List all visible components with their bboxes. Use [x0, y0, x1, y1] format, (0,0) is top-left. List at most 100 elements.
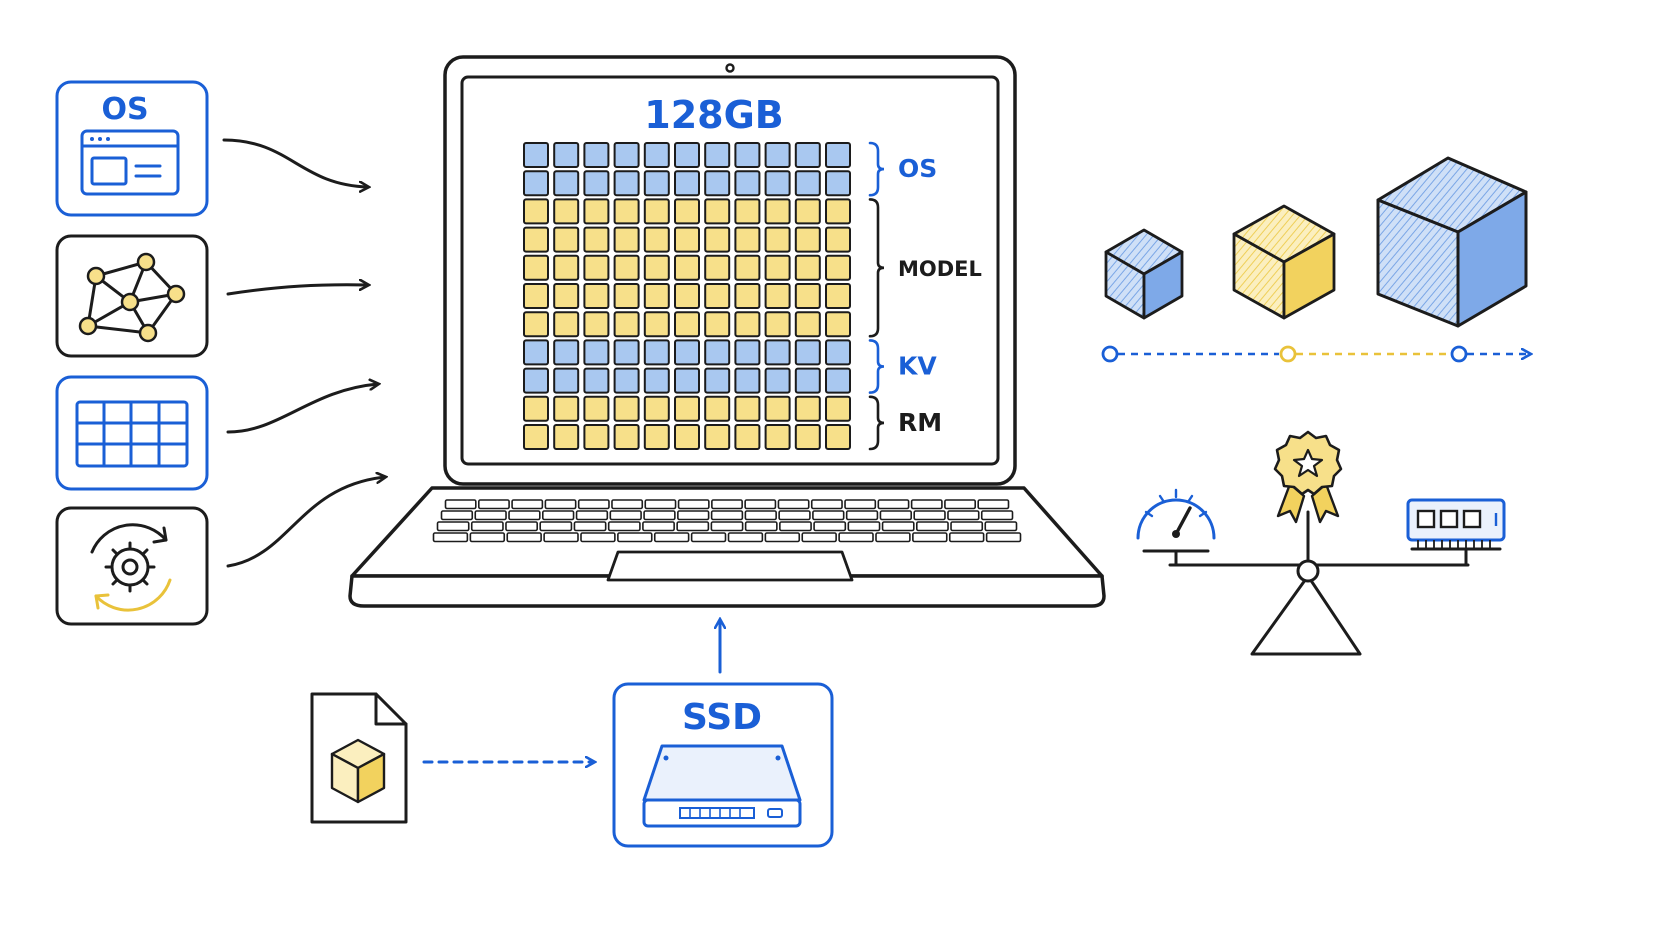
keyboard-key: [440, 510, 474, 521]
memory-block-os: [734, 142, 761, 168]
keyboard-key: [744, 510, 777, 521]
memory-block-kv: [643, 339, 670, 366]
memory-block-os: [613, 142, 640, 168]
keyboard-key: [813, 521, 847, 532]
laptop-front-edge: [348, 574, 1106, 608]
memory-block-model: [583, 283, 610, 309]
memory-block-rm: [613, 395, 640, 422]
segment-label-kv: KV: [898, 352, 937, 381]
keyboard-key: [690, 532, 727, 543]
keyboard-key: [617, 532, 653, 543]
keyboard-key: [915, 521, 949, 532]
tradeoff-balance: [1136, 430, 1506, 656]
keyboard-key: [609, 510, 642, 521]
memory-block-kv: [764, 367, 791, 394]
memory-block-rm: [825, 424, 851, 450]
ssd-drive-icon: [642, 744, 802, 828]
memory-block-rm: [583, 395, 610, 422]
arrow-os-to-laptop: [222, 138, 368, 187]
memory-block-rm: [734, 424, 761, 450]
memory-block-model: [674, 254, 700, 281]
memory-block-model: [643, 311, 670, 338]
keyboard-key: [947, 510, 980, 521]
memory-block-model: [825, 226, 851, 253]
memory-block-os: [674, 170, 700, 197]
memory-block-kv: [643, 367, 670, 394]
memory-block-rm: [674, 395, 700, 422]
keyboard-key: [643, 510, 676, 521]
memory-block-model: [583, 311, 610, 338]
memory-block-os: [704, 170, 731, 197]
memory-block-model: [674, 226, 700, 253]
memory-block-rm: [583, 424, 610, 450]
memory-block-kv: [734, 339, 761, 366]
memory-block-kv: [794, 367, 821, 394]
balance-fulcrum: [1250, 574, 1362, 656]
ssd-section: SSD: [310, 620, 834, 848]
memory-block-rm: [553, 395, 580, 422]
table-grid-icon: [75, 400, 189, 468]
keyboard-key: [477, 499, 510, 510]
memory-block-model: [704, 283, 731, 309]
memory-block-model: [704, 254, 731, 281]
keyboard-key: [910, 499, 943, 510]
memory-block-model: [734, 226, 761, 253]
memory-block-model: [704, 311, 731, 338]
memory-block-model: [734, 254, 761, 281]
keyboard-key: [838, 532, 874, 543]
webcam-icon: [725, 63, 735, 73]
keyboard-key: [505, 521, 539, 532]
memory-block-os: [674, 142, 700, 168]
memory-block-model: [613, 226, 640, 253]
memory-block-model: [825, 198, 851, 225]
memory-block-os: [764, 170, 791, 197]
keyboard-key: [984, 521, 1018, 532]
memory-block-model: [674, 311, 700, 338]
keyboard-key: [980, 510, 1014, 521]
memory-grid: [523, 142, 851, 450]
memory-block-model: [794, 283, 821, 309]
memory-block-model: [674, 283, 700, 309]
keyboard-key: [881, 521, 915, 532]
memory-block-rm: [643, 395, 670, 422]
memory-block-kv: [583, 339, 610, 366]
memory-block-rm: [674, 424, 700, 450]
keyboard-key: [506, 532, 542, 543]
memory-block-model: [583, 226, 610, 253]
left-input-cards: OS: [55, 80, 385, 626]
memory-block-rm: [553, 424, 580, 450]
brace-model: [868, 198, 885, 338]
memory-block-rm: [764, 424, 791, 450]
keyboard-key: [676, 521, 710, 532]
memory-block-kv: [613, 367, 640, 394]
memory-block-os: [734, 170, 761, 197]
memory-block-rm: [794, 424, 821, 450]
ssd-label: SSD: [682, 697, 762, 738]
memory-block-model: [523, 311, 549, 338]
network-graph-icon: [78, 252, 186, 343]
memory-block-kv: [704, 367, 731, 394]
keyboard-key: [575, 510, 609, 521]
memory-block-os: [794, 142, 821, 168]
keyboard-key: [470, 521, 504, 532]
speedometer-icon: [1136, 488, 1216, 540]
keyboard-key: [727, 532, 764, 543]
memory-block-model: [643, 254, 670, 281]
memory-block-model: [734, 283, 761, 309]
keyboard-key: [877, 499, 910, 510]
memory-block-rm: [643, 424, 670, 450]
memory-block-rm: [825, 395, 851, 422]
memory-block-model: [734, 198, 761, 225]
keyboard-key: [912, 532, 948, 543]
memory-block-model: [704, 226, 731, 253]
keyboard-key: [642, 521, 675, 532]
arrow-graph-to-laptop: [226, 285, 368, 296]
memory-block-rm: [734, 395, 761, 422]
memory-block-rm: [794, 395, 821, 422]
keyboard-key: [710, 521, 744, 532]
keyboard-key: [744, 499, 777, 510]
keyboard-key: [677, 499, 710, 510]
memory-block-os: [553, 170, 580, 197]
os-card: OS: [55, 80, 209, 217]
